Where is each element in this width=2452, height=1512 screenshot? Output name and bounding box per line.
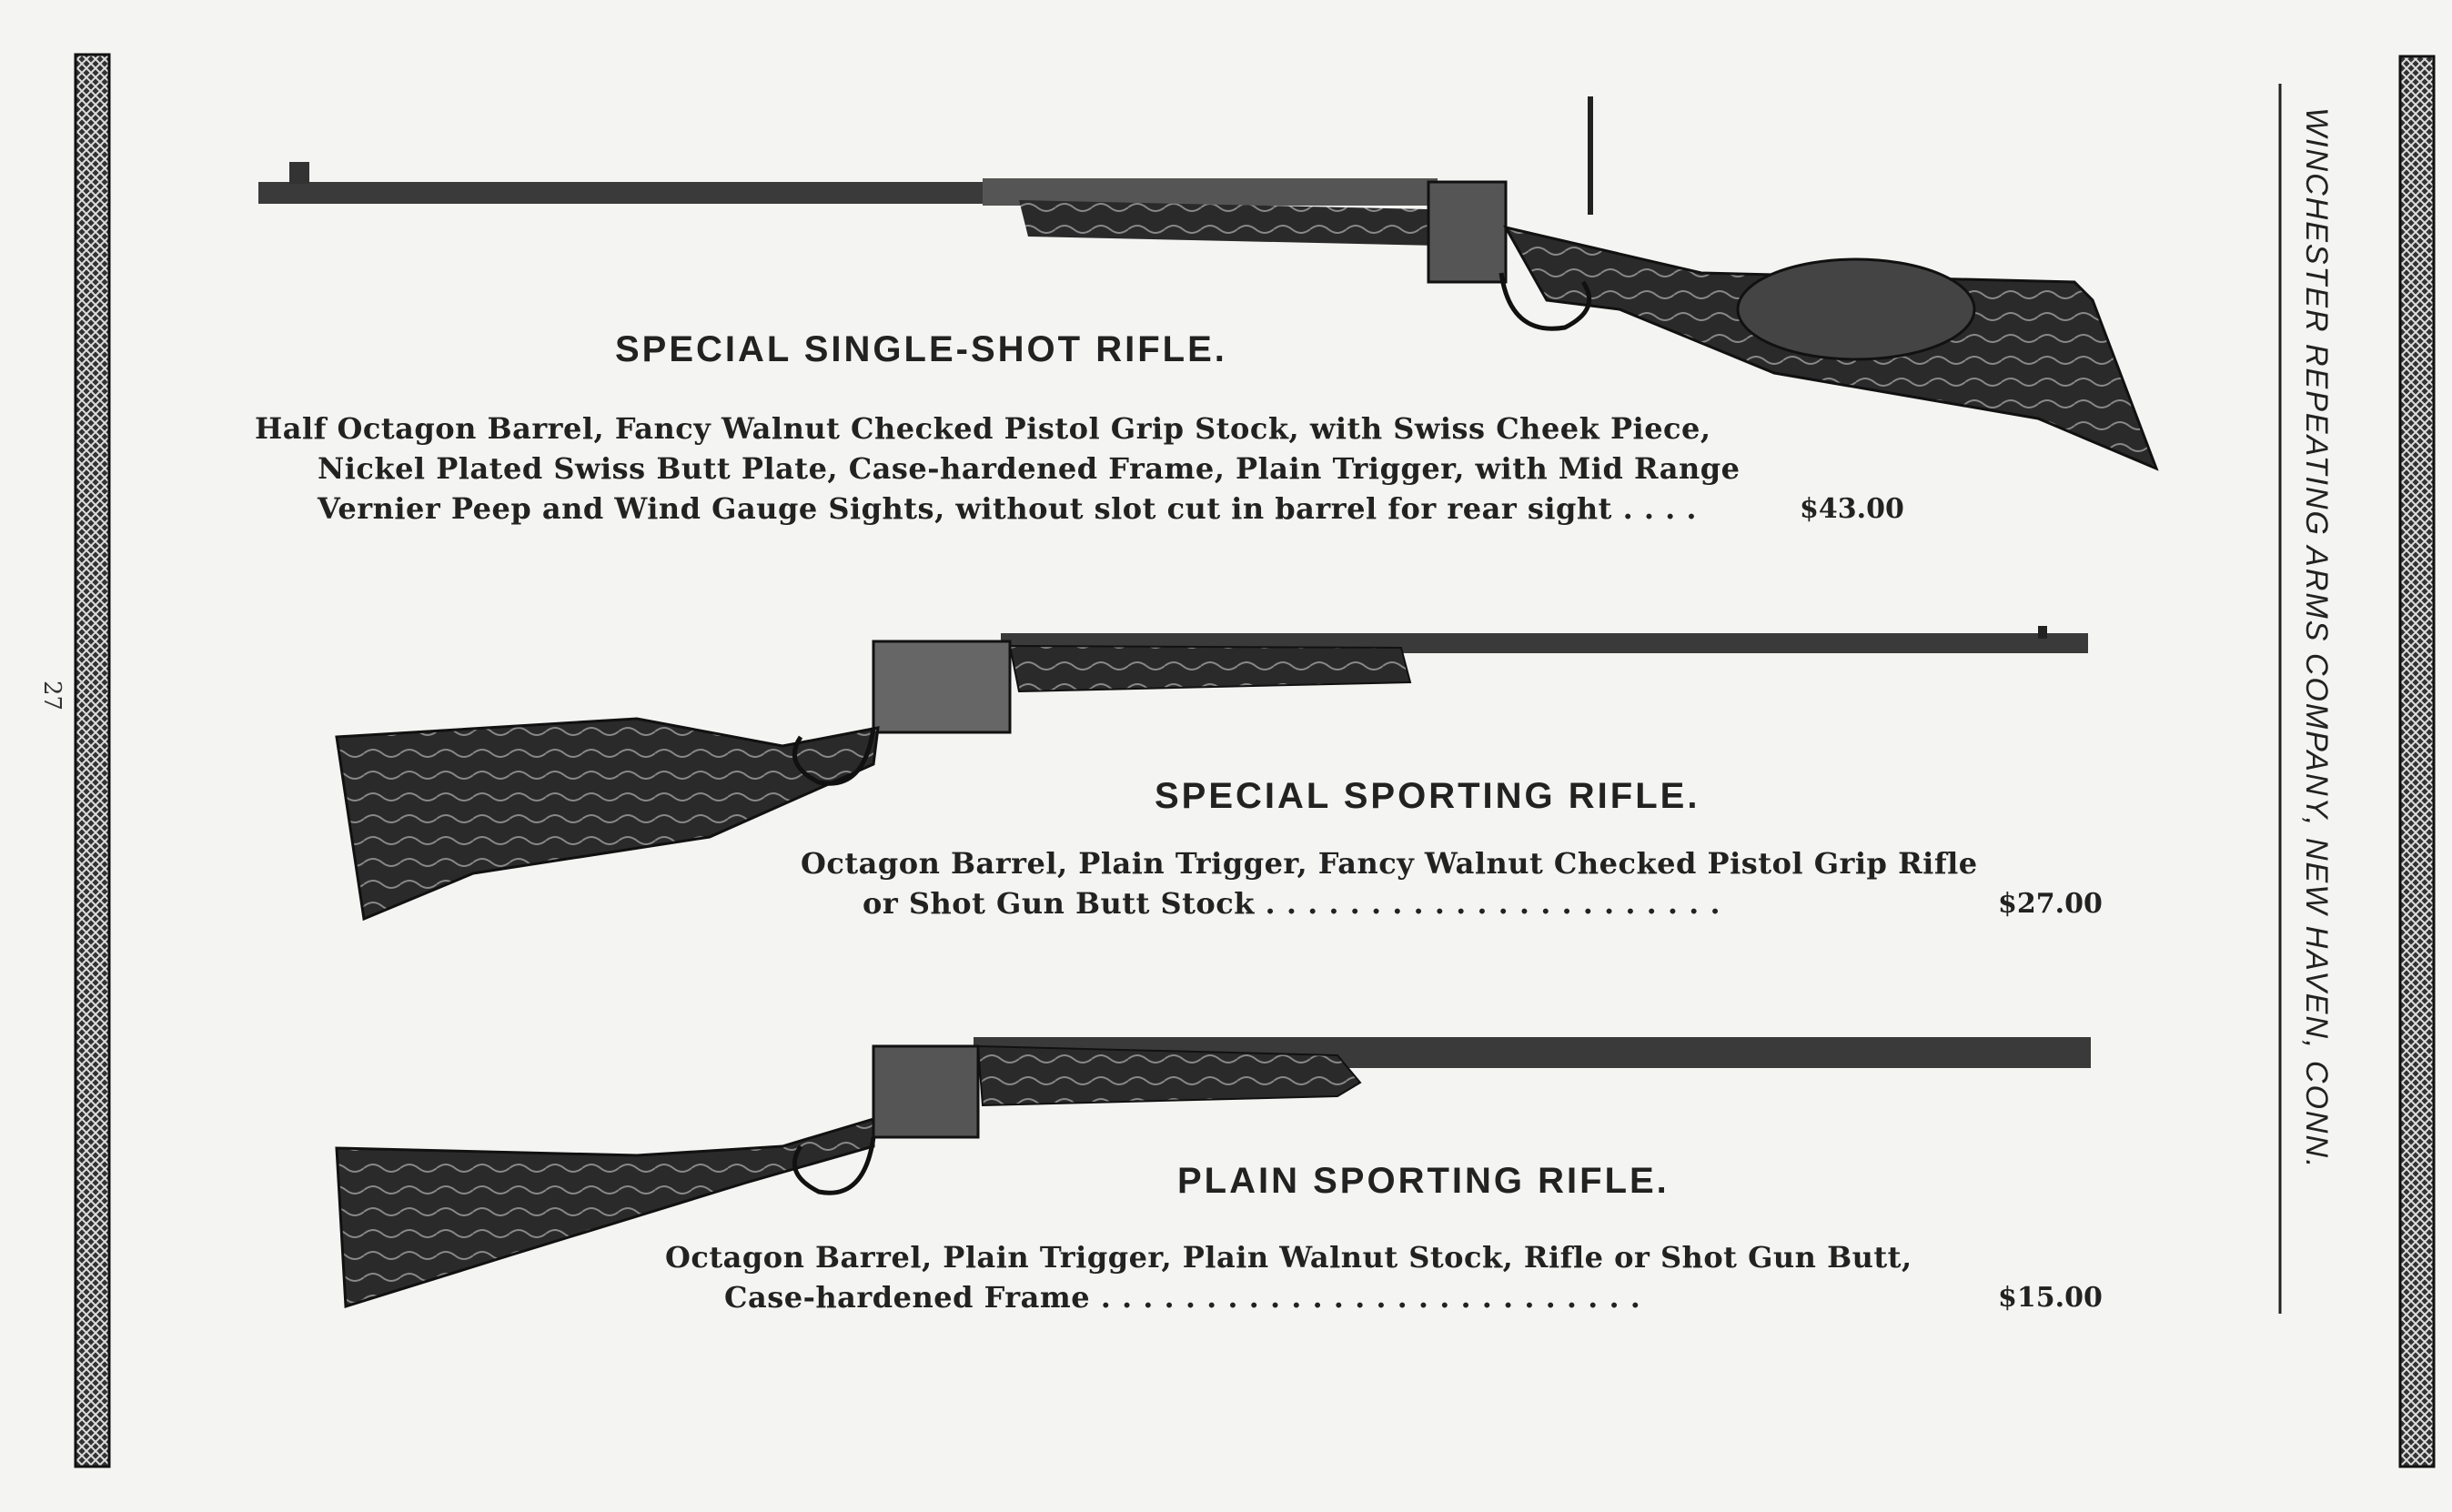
product-price: $43.00 xyxy=(1800,493,1904,525)
product-description-line: Octagon Barrel, Plain Trigger, Fancy Wal… xyxy=(801,846,1978,881)
product-description-line: Case-hardened Frame . . . . . . . . . . … xyxy=(724,1280,1641,1315)
rifle-illustration-single-shot xyxy=(258,96,2159,471)
product-title: SPECIAL SPORTING RIFLE. xyxy=(1155,776,1700,816)
product-title: PLAIN SPORTING RIFLE. xyxy=(1177,1161,1670,1201)
right-border-bar xyxy=(2398,55,2436,1468)
side-heading: WINCHESTER REPEATING ARMS COMPANY, NEW H… xyxy=(2299,107,2334,1170)
product-description-line: or Shot Gun Butt Stock . . . . . . . . .… xyxy=(863,886,1721,921)
product-description-line: Nickel Plated Swiss Butt Plate, Case-har… xyxy=(318,451,1741,486)
rifle-illustration-special-sporting xyxy=(335,626,2088,922)
product-description-line: Half Octagon Barrel, Fancy Walnut Checke… xyxy=(255,411,1711,446)
product-price: $27.00 xyxy=(1998,888,2103,920)
rifle-illustration-plain-sporting xyxy=(335,1037,2091,1309)
product-title: SPECIAL SINGLE-SHOT RIFLE. xyxy=(615,329,1227,369)
product-price: $15.00 xyxy=(1998,1282,2103,1314)
product-description-line: Vernier Peep and Wind Gauge Sights, with… xyxy=(318,491,1698,526)
left-border-bar xyxy=(74,53,111,1468)
page-number: 27 xyxy=(38,680,66,711)
product-description-line: Octagon Barrel, Plain Trigger, Plain Wal… xyxy=(665,1240,1912,1275)
